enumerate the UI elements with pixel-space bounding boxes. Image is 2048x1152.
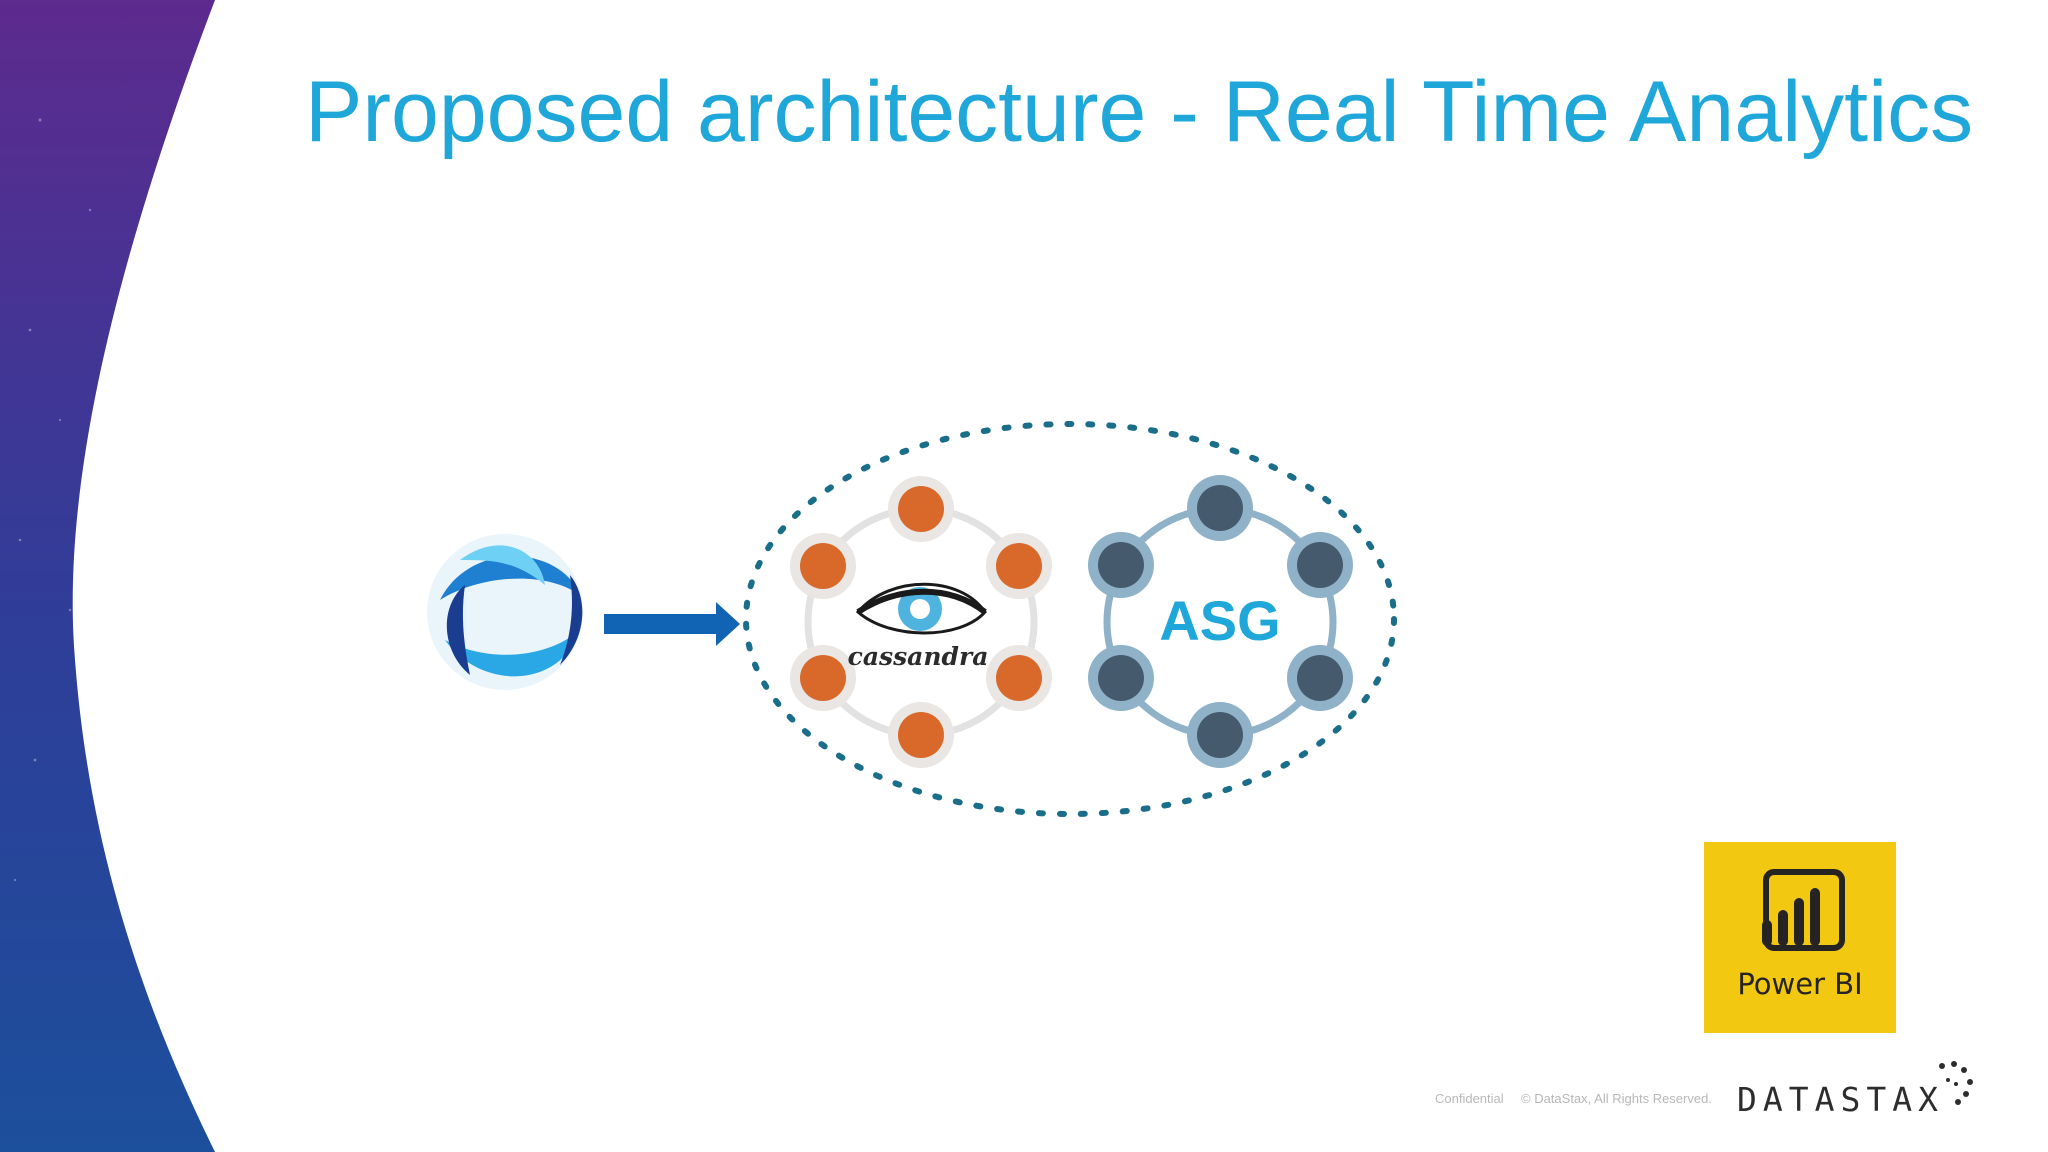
arrow-right bbox=[604, 602, 740, 646]
asg-node bbox=[1197, 712, 1243, 758]
asg-node bbox=[1297, 542, 1343, 588]
power-bi-label: Power BI bbox=[1737, 967, 1863, 1001]
cassandra-node bbox=[996, 543, 1042, 589]
decorative-side-band bbox=[0, 0, 215, 1152]
asg-label: ASG bbox=[1159, 589, 1280, 652]
kafka-style-swirl-icon bbox=[427, 534, 583, 690]
cassandra-cluster: cassandra bbox=[790, 476, 1052, 768]
cassandra-node bbox=[800, 543, 846, 589]
asg-cluster: ASG bbox=[1088, 475, 1353, 768]
cassandra-label: cassandra bbox=[848, 642, 989, 671]
footer-confidential: Confidential bbox=[1435, 1091, 1504, 1106]
asg-node bbox=[1098, 655, 1144, 701]
asg-node bbox=[1197, 485, 1243, 531]
datastax-dots-icon bbox=[1939, 1061, 1973, 1105]
power-bi-logo: Power BI bbox=[1704, 842, 1896, 1033]
cassandra-node bbox=[898, 486, 944, 532]
asg-node bbox=[1297, 655, 1343, 701]
cassandra-node bbox=[800, 655, 846, 701]
asg-node bbox=[1098, 542, 1144, 588]
power-bi-chart-icon bbox=[1704, 842, 1896, 1033]
cassandra-eye-icon bbox=[855, 582, 987, 635]
cassandra-node bbox=[898, 712, 944, 758]
footer-copyright: © DataStax, All Rights Reserved. bbox=[1521, 1091, 1712, 1106]
datastax-logo-wordmark: DATASTAX bbox=[1737, 1080, 1944, 1119]
cassandra-node bbox=[996, 655, 1042, 701]
dotted-boundary bbox=[743, 421, 1397, 817]
slide-title: Proposed architecture - Real Time Analyt… bbox=[305, 64, 1974, 160]
